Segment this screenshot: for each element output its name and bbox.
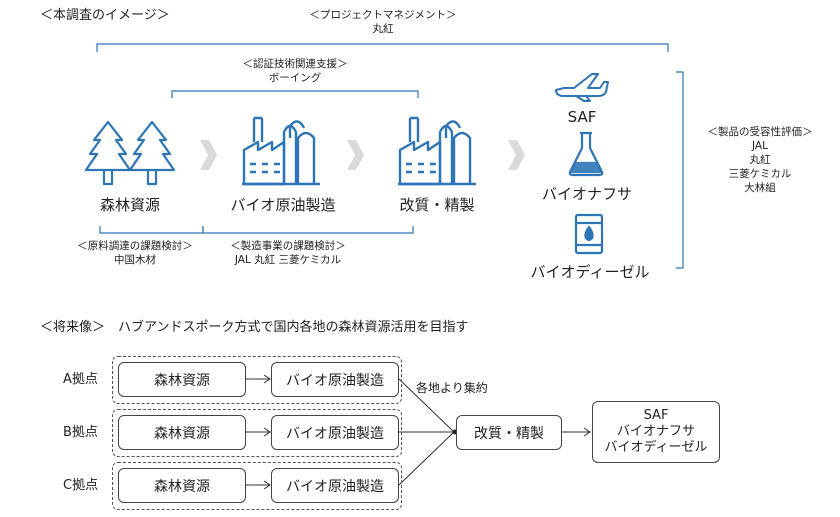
pm-org: 丸紅 [372, 23, 394, 35]
refinery-icon [398, 116, 476, 186]
base-group-c [112, 462, 402, 510]
future-product: バイオディーゼル [604, 440, 708, 456]
fuel-drum-icon [574, 213, 604, 255]
products-box: SAF バイオナフサ バイオディーゼル [592, 401, 720, 463]
acceptance-org: 丸紅 [749, 154, 771, 166]
base-group-a [112, 356, 402, 404]
product-label-naphtha: バイオナフサ [541, 185, 633, 203]
manufacture-bracket [202, 226, 414, 234]
acceptance-org: JAL [752, 140, 768, 152]
cert-bracket [171, 90, 419, 98]
procure-bracket [99, 226, 204, 234]
future-product: SAF [643, 407, 669, 423]
stage-label-refine: 改質・精製 [399, 196, 475, 214]
process-box-c: バイオ原油製造 [271, 468, 399, 503]
chevron-arrow [508, 140, 525, 170]
future-title: ＜将来像＞ ハブアンドスポーク方式で国内各地の森林資源活用を目指す [40, 320, 469, 335]
process-box-b: バイオ原油製造 [271, 415, 399, 450]
process-box-a: バイオ原油製造 [271, 362, 399, 397]
resource-box-b: 森林資源 [118, 415, 246, 450]
chevron-arrow [347, 140, 364, 170]
manufacture-label: ＜製造事業の課題検討＞ [230, 240, 346, 252]
base-group-b [112, 409, 402, 457]
stage-label-biocrude: バイオ原油製造 [230, 196, 336, 214]
manufacture-orgs: JAL 丸紅 三菱ケミカル [234, 254, 342, 266]
acceptance-bracket [676, 71, 684, 269]
product-label-diesel: バイオディーゼル [530, 263, 650, 281]
resource-box-a: 森林資源 [118, 362, 246, 397]
procure-label: ＜原料調達の課題検討＞ [77, 240, 193, 252]
section-title: ＜本調査のイメージ＞ [40, 8, 170, 23]
acceptance-org: 大林組 [744, 182, 776, 194]
trees-icon [84, 120, 176, 186]
flask-icon [568, 131, 604, 177]
pm-label: ＜プロジェクトマネジメント＞ [309, 9, 457, 21]
airplane-icon [555, 73, 609, 102]
base-label-a: A拠点 [63, 372, 98, 387]
base-label-b: B拠点 [63, 425, 98, 440]
chevron-arrow [200, 140, 217, 170]
future-product: バイオナフサ [616, 423, 695, 439]
pm-bracket [96, 43, 669, 52]
refine-box: 改質・精製 [456, 415, 562, 450]
cert-org: ボーイング [268, 72, 322, 84]
base-label-c: C拠点 [63, 478, 99, 493]
cert-label: ＜認証技術関連支援＞ [242, 58, 348, 70]
resource-box-c: 森林資源 [118, 468, 246, 503]
stage-label-forest: 森林資源 [99, 196, 161, 214]
acceptance-label: ＜製品の受容性評価＞ [707, 126, 813, 138]
gather-label: 各地より集約 [416, 381, 488, 395]
acceptance-org: 三菱ケミカル [728, 168, 792, 180]
procure-org: 中国木材 [114, 254, 156, 266]
factory-icon [242, 116, 320, 186]
product-label-saf: SAF [567, 108, 597, 126]
